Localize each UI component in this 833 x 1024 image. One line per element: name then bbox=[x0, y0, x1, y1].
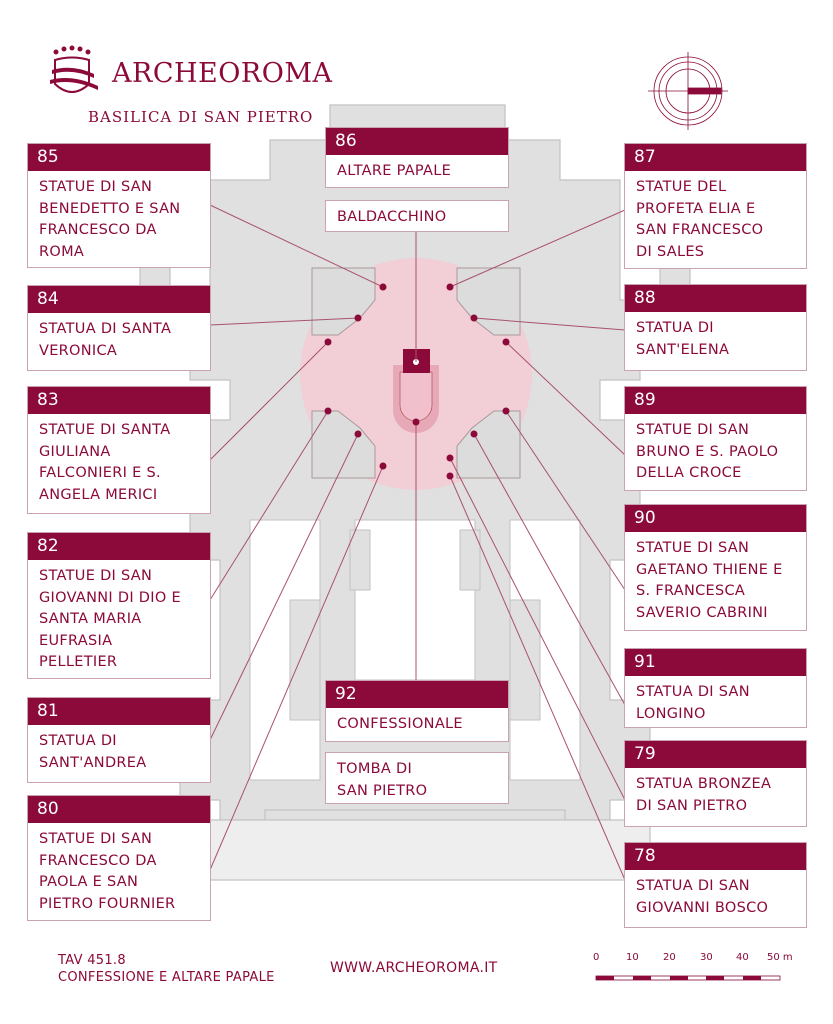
scale-label: 10 bbox=[626, 952, 639, 963]
label-number: 80 bbox=[28, 796, 210, 823]
label-88: 88 STATUA DI SANT'ELENA bbox=[624, 284, 807, 371]
label-86-sub: BALDACCHINO bbox=[325, 200, 509, 232]
plate-caption: CONFESSIONE E ALTARE PAPALE bbox=[58, 970, 275, 985]
label-subtext: TOMBA DI SAN PIETRO bbox=[337, 761, 428, 799]
label-number: 91 bbox=[625, 649, 806, 676]
label-number: 78 bbox=[625, 843, 806, 870]
scale-bar bbox=[595, 975, 781, 981]
compass-icon bbox=[648, 52, 728, 130]
label-text: STATUE DI SAN GIOVANNI DI DIO E SANTA MA… bbox=[39, 568, 181, 670]
scale-label: 40 bbox=[736, 952, 749, 963]
label-81: 81 STATUA DI SANT'ANDREA bbox=[27, 697, 211, 783]
label-82: 82 STATUE DI SAN GIOVANNI DI DIO E SANTA… bbox=[27, 532, 211, 679]
brand-name: ARCHEOROMA bbox=[112, 58, 333, 89]
label-number: 81 bbox=[28, 698, 210, 725]
label-text: STATUE DI SAN BENEDETTO E SAN FRANCESCO … bbox=[39, 179, 181, 260]
statue-markers bbox=[324, 283, 510, 480]
label-number: 82 bbox=[28, 533, 210, 560]
label-number: 88 bbox=[625, 285, 806, 312]
label-text: STATUE DI SANTA GIULIANA FALCONIERI E S.… bbox=[39, 422, 171, 503]
label-text: STATUA DI SAN LONGINO bbox=[636, 684, 750, 722]
label-90: 90 STATUE DI SAN GAETANO THIENE E S. FRA… bbox=[624, 504, 807, 631]
label-text: STATUE DI SAN FRANCESCO DA PAOLA E SAN P… bbox=[39, 831, 176, 912]
label-text: STATUA DI SANT'ELENA bbox=[636, 320, 730, 358]
scale-label: 30 bbox=[700, 952, 713, 963]
plate-number: TAV 451.8 bbox=[58, 953, 126, 968]
label-number: 92 bbox=[326, 681, 508, 708]
label-79: 79 STATUA BRONZEA DI SAN PIETRO bbox=[624, 740, 807, 827]
label-text: STATUE DI SAN GAETANO THIENE E S. FRANCE… bbox=[636, 540, 783, 621]
scale-label: 0 bbox=[593, 952, 600, 963]
label-text: STATUA BRONZEA DI SAN PIETRO bbox=[636, 776, 772, 814]
scale-label: 50 m bbox=[767, 952, 793, 963]
label-text: STATUE DEL PROFETA ELIA E SAN FRANCESCO … bbox=[636, 179, 764, 260]
page-subtitle: BASILICA DI SAN PIETRO bbox=[88, 108, 314, 126]
label-text: STATUA DI SAN GIOVANNI BOSCO bbox=[636, 878, 769, 916]
label-80: 80 STATUE DI SAN FRANCESCO DA PAOLA E SA… bbox=[27, 795, 211, 921]
label-text: STATUA DI SANT'ANDREA bbox=[39, 733, 147, 771]
scale-label: 20 bbox=[663, 952, 676, 963]
label-91: 91 STATUA DI SAN LONGINO bbox=[624, 648, 807, 728]
label-number: 84 bbox=[28, 286, 210, 313]
label-text: STATUE DI SAN BRUNO E S. PAOLO DELLA CRO… bbox=[636, 422, 779, 481]
leader-lines bbox=[209, 204, 626, 881]
label-78: 78 STATUA DI SAN GIOVANNI BOSCO bbox=[624, 842, 807, 928]
label-92-sub: TOMBA DI SAN PIETRO bbox=[325, 752, 509, 804]
website-link[interactable]: WWW.ARCHEOROMA.IT bbox=[330, 960, 498, 976]
logo-icon bbox=[50, 45, 98, 93]
label-87: 87 STATUE DEL PROFETA ELIA E SAN FRANCES… bbox=[624, 143, 807, 269]
label-number: 86 bbox=[326, 128, 508, 155]
nave-openings bbox=[249, 519, 581, 781]
label-84: 84 STATUA DI SANTA VERONICA bbox=[27, 285, 211, 371]
label-subtext: BALDACCHINO bbox=[337, 209, 447, 225]
label-number: 90 bbox=[625, 505, 806, 532]
label-number: 79 bbox=[625, 741, 806, 768]
label-number: 83 bbox=[28, 387, 210, 414]
label-83: 83 STATUE DI SANTA GIULIANA FALCONIERI E… bbox=[27, 386, 211, 514]
label-92: 92 CONFESSIONALE bbox=[325, 680, 509, 742]
label-text: ALTARE PAPALE bbox=[337, 163, 452, 179]
label-number: 89 bbox=[625, 387, 806, 414]
label-85: 85 STATUE DI SAN BENEDETTO E SAN FRANCES… bbox=[27, 143, 211, 268]
label-number: 85 bbox=[28, 144, 210, 171]
label-89: 89 STATUE DI SAN BRUNO E S. PAOLO DELLA … bbox=[624, 386, 807, 491]
label-text: STATUA DI SANTA VERONICA bbox=[39, 321, 172, 359]
label-text: CONFESSIONALE bbox=[337, 716, 463, 732]
label-number: 87 bbox=[625, 144, 806, 171]
label-86: 86 ALTARE PAPALE bbox=[325, 127, 509, 188]
